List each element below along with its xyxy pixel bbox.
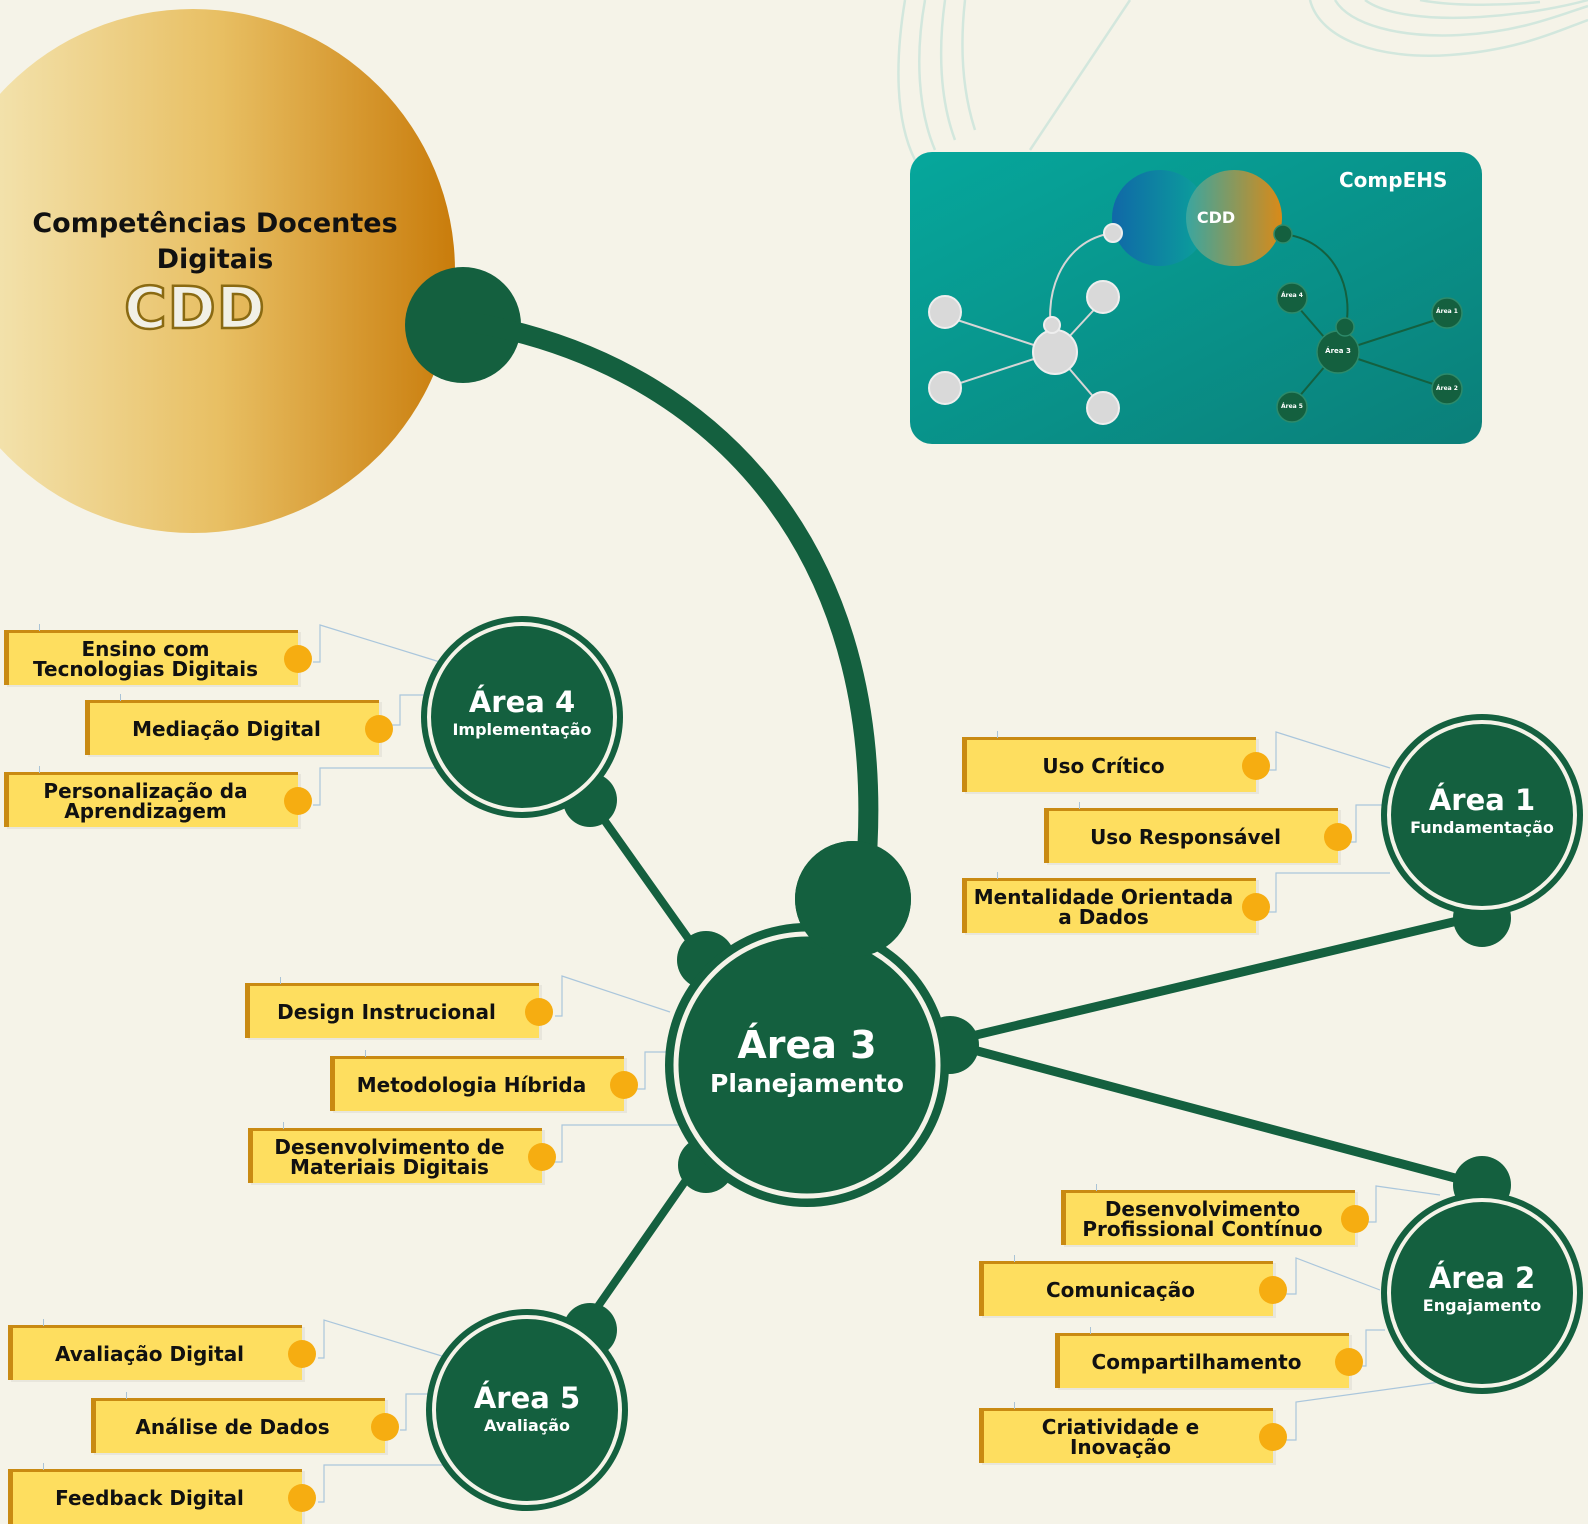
minimap-panel: [910, 152, 1482, 444]
leaf-label: Uso Responsável: [1090, 825, 1281, 849]
hero-title-line2: Digitais: [156, 244, 274, 275]
area3-label[interactable]: Área 3 Planejamento: [677, 1022, 937, 1100]
leaf-label: Análise de Dados: [135, 1415, 330, 1439]
minimap-label-area2: Área 2: [1436, 385, 1458, 392]
leaf-dot: [284, 787, 312, 815]
area1-node: [1381, 714, 1583, 916]
hero-title-line1: Competências Docentes: [32, 208, 398, 239]
leaf-dot: [371, 1413, 399, 1441]
leaf-area1-2[interactable]: Uso Responsável: [1044, 802, 1352, 863]
leaf-area5-1[interactable]: Avaliação Digital: [8, 1319, 316, 1380]
main-arc-connector: [460, 312, 879, 890]
hero-acronym: CDD: [123, 274, 266, 342]
leaf-label: Compartilhamento: [1091, 1350, 1302, 1374]
leaf-label: Personalização da Aprendizagem: [43, 779, 248, 823]
connector-area5: [581, 1156, 704, 1329]
area5-title: Área 5: [473, 1381, 581, 1415]
connector-area4: [586, 796, 704, 959]
connector-area2: [950, 1040, 1475, 1187]
leaf-area3-2[interactable]: Metodologia Híbrida: [330, 1050, 638, 1111]
leaf-label: Mentalidade Orientada a Dados: [973, 885, 1234, 929]
area5-label[interactable]: Área 5 Avaliação: [427, 1381, 627, 1437]
leaf-label: Desenvolvimento Profissional Contínuo: [1082, 1197, 1323, 1241]
leaf-area2-4[interactable]: Criatividade e Inovação: [979, 1402, 1287, 1463]
minimap-label-area1: Área 1: [1436, 308, 1458, 315]
leaf-dot: [1341, 1205, 1369, 1233]
leaf-dot: [528, 1143, 556, 1171]
leaf-area1-3[interactable]: Mentalidade Orientada a Dados: [962, 872, 1270, 933]
minimap-center-label: CDD: [1196, 208, 1236, 227]
area4-node: [421, 616, 623, 818]
leaf-area3-1[interactable]: Design Instrucional: [245, 977, 553, 1038]
connector-area1: [950, 913, 1475, 1045]
leaf-dot: [284, 645, 312, 673]
leaf-area2-3[interactable]: Compartilhamento: [1055, 1327, 1363, 1388]
hero-title: Competências Docentes Digitais: [20, 206, 410, 278]
leaf-area2-1[interactable]: Desenvolvimento Profissional Contínuo: [1061, 1184, 1369, 1245]
leaf-label: Criatividade e Inovação: [1041, 1415, 1200, 1459]
area4-title: Área 4: [468, 685, 576, 719]
leaf-area4-3[interactable]: Personalização da Aprendizagem: [4, 766, 312, 827]
minimap-label-area4: Área 4: [1281, 292, 1303, 299]
area5-node: [426, 1309, 628, 1511]
leaf-area4-2[interactable]: Mediação Digital: [85, 694, 393, 755]
leaf-area3-3[interactable]: Desenvolvimento de Materiais Digitais: [248, 1122, 556, 1183]
leaf-label: Comunicação: [1045, 1278, 1196, 1302]
leaf-label: Avaliação Digital: [54, 1342, 245, 1366]
area1-title: Área 1: [1428, 783, 1536, 817]
leaf-dot: [365, 715, 393, 743]
contour-lines-decoration: [897, 0, 1588, 161]
leaf-area2-2[interactable]: Comunicação: [979, 1255, 1287, 1316]
minimap-brand: CompEHS: [1339, 168, 1448, 192]
minimap-label-area5: Área 5: [1281, 403, 1303, 410]
leaf-dot: [288, 1484, 316, 1512]
area4-subtitle: Implementação: [452, 720, 592, 739]
area2-node: [1381, 1192, 1583, 1394]
leaf-dot: [1242, 752, 1270, 780]
leaf-dot: [1324, 823, 1352, 851]
area3-title: Área 3: [737, 1023, 877, 1067]
leaf-label: Uso Crítico: [1042, 754, 1165, 778]
area1-label[interactable]: Área 1 Fundamentação: [1382, 783, 1582, 839]
leaf-area1-1[interactable]: Uso Crítico: [962, 731, 1270, 792]
leaf-label: Metodologia Híbrida: [356, 1073, 587, 1097]
gold-circle: [0, 9, 455, 533]
area3-subtitle: Planejamento: [710, 1069, 904, 1098]
leaf-label: Desenvolvimento de Materiais Digitais: [274, 1135, 505, 1179]
leaf-area5-3[interactable]: Feedback Digital: [8, 1463, 316, 1524]
leaf-area5-2[interactable]: Análise de Dados: [91, 1392, 399, 1453]
leaf-dot: [1335, 1348, 1363, 1376]
area2-subtitle: Engajamento: [1422, 1296, 1542, 1315]
leaf-area4-1[interactable]: Ensino com Tecnologias Digitais: [4, 624, 312, 685]
leaf-dot: [610, 1071, 638, 1099]
area1-subtitle: Fundamentação: [1410, 818, 1554, 837]
leaf-dot: [288, 1340, 316, 1368]
leaf-label: Design Instrucional: [277, 1000, 496, 1024]
area2-title: Área 2: [1428, 1261, 1536, 1295]
area5-subtitle: Avaliação: [483, 1416, 571, 1435]
area2-label[interactable]: Área 2 Engajamento: [1382, 1261, 1582, 1317]
leaf-dot: [1259, 1276, 1287, 1304]
leaf-dot: [1259, 1423, 1287, 1451]
leader-lines: [313, 624, 1441, 1503]
area4-label[interactable]: Área 4 Implementação: [422, 685, 622, 741]
leaf-label: Feedback Digital: [55, 1486, 244, 1510]
leaf-label: Mediação Digital: [132, 717, 321, 741]
minimap-label-area3: Área 3: [1325, 347, 1351, 355]
leaf-dot: [525, 998, 553, 1026]
leaf-label: Ensino com Tecnologias Digitais: [33, 637, 258, 681]
leaf-dot: [1242, 893, 1270, 921]
